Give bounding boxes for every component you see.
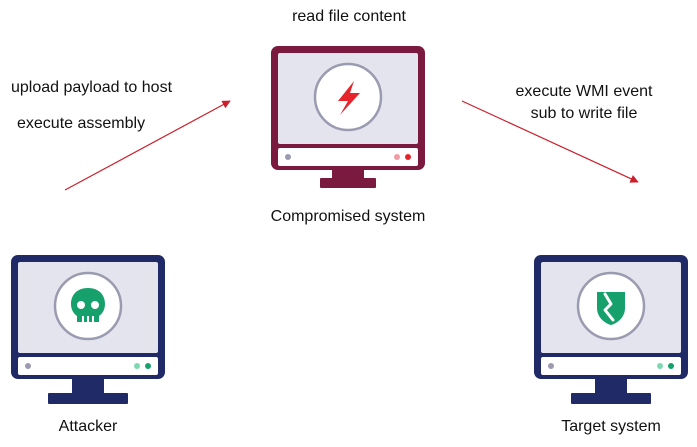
broken-shield-icon [597,292,625,325]
lightning-bolt-icon [338,81,360,115]
status-led [657,363,663,369]
arrow-compromised-to-target [461,100,639,183]
status-led [405,154,411,160]
annotation-upload-payload: upload payload to host [11,79,173,96]
annotation-read-file-content: read file content [292,8,406,25]
status-led [134,363,140,369]
status-led [145,363,151,369]
power-led [25,363,31,369]
annotation-execute-wmi-event: execute WMI event [515,83,653,100]
status-led [668,363,674,369]
arrow-attacker-to-compromised [64,100,231,191]
attacker-label: Attacker [58,418,118,435]
compromised-system-monitor [271,46,425,188]
target-system-label: Target system [561,418,661,435]
power-led [548,363,554,369]
target-system-monitor [534,255,688,404]
attacker-monitor [11,255,165,404]
compromised-system-label: Compromised system [270,208,426,225]
status-led [394,154,400,160]
skull-icon [71,288,105,322]
annotation-execute-assembly: execute assembly [17,115,146,132]
annotation-sub-to-write-file: sub to write file [530,105,638,122]
power-led [285,154,291,160]
